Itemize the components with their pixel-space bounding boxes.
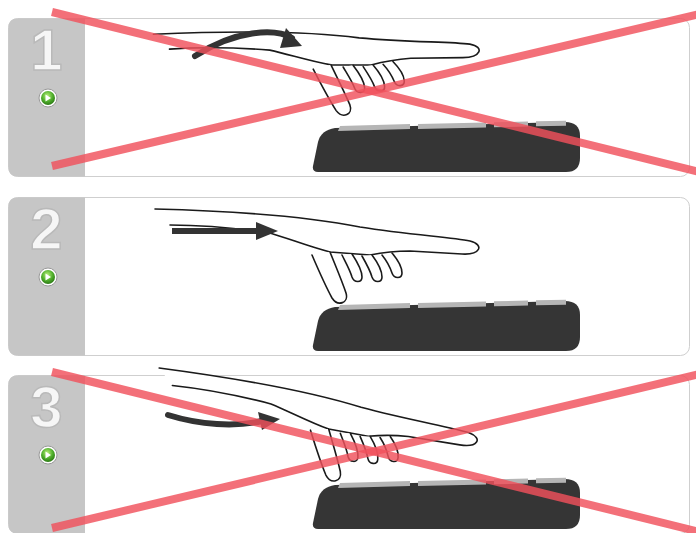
step-number: 1 — [30, 19, 62, 81]
step-number: 3 — [30, 376, 62, 438]
step-number-band: 2 — [8, 198, 85, 270]
step-number: 2 — [30, 198, 62, 260]
step-number-band: 3 — [8, 376, 85, 448]
step-number-band: 1 — [8, 19, 85, 91]
